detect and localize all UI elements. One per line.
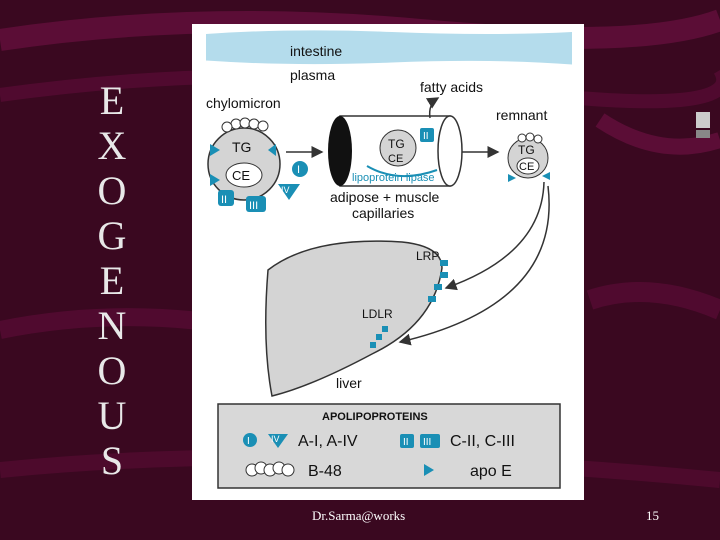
fatty-acids-label: fatty acids bbox=[420, 79, 483, 95]
exogenous-pathway-diagram: intestine plasma chylomicron TG CE II II… bbox=[205, 30, 573, 489]
title-letter: G bbox=[97, 213, 127, 258]
diagram-panel: intestine plasma chylomicron TG CE II II… bbox=[192, 24, 584, 500]
apo-IV-badge: IV bbox=[278, 184, 300, 200]
title-letter: E bbox=[99, 78, 125, 123]
intestine-band bbox=[206, 30, 572, 66]
title-letter: N bbox=[97, 303, 127, 348]
chylomicron-particle: TG CE bbox=[207, 117, 281, 201]
legend-title: APOLIPOPROTEINS bbox=[322, 411, 428, 423]
credit-text: Dr.Sarma@works bbox=[312, 508, 406, 523]
lrp-label: LRP bbox=[416, 249, 439, 263]
lipoprotein-lipase-label: lipoprotein lipase bbox=[352, 172, 435, 184]
apolipoproteins-legend: APOLIPOPROTEINS I IV A-I, A-IV II III C-… bbox=[217, 403, 561, 489]
legend-apoe: apo E bbox=[470, 463, 512, 480]
intestine-label: intestine bbox=[290, 43, 342, 59]
legend-b48: B-48 bbox=[308, 463, 342, 480]
ldlr-label: LDLR bbox=[362, 307, 393, 321]
capillary-tube: TG CE II lipoprotein lipase bbox=[328, 115, 463, 187]
adipose-muscle-label: adipose + muscle bbox=[330, 189, 440, 205]
svg-text:III: III bbox=[249, 200, 258, 212]
remnant-ce-label: CE bbox=[519, 161, 534, 173]
ldlr-receptors bbox=[370, 326, 388, 348]
remnant-tg-label: TG bbox=[518, 143, 535, 157]
svg-text:III: III bbox=[423, 437, 431, 448]
apo-II-badge: II bbox=[218, 190, 234, 206]
plasma-label: plasma bbox=[290, 67, 335, 83]
tg-label: TG bbox=[232, 139, 251, 155]
lrp-receptors bbox=[428, 260, 448, 302]
title-letter: U bbox=[97, 393, 127, 438]
chylomicron-label: chylomicron bbox=[206, 95, 281, 111]
svg-text:IV: IV bbox=[271, 434, 280, 444]
capillaries-label: capillaries bbox=[352, 205, 414, 221]
remnant-particle: TG CE bbox=[507, 132, 550, 182]
svg-text:IV: IV bbox=[281, 185, 290, 195]
title-letter: E bbox=[99, 258, 125, 303]
title-letter: O bbox=[97, 168, 127, 213]
page-number: 15 bbox=[646, 508, 659, 523]
apo-III-badge: III bbox=[246, 196, 266, 212]
b48-symbol bbox=[245, 461, 295, 477]
svg-text:II: II bbox=[403, 437, 409, 448]
title-letter: O bbox=[97, 348, 127, 393]
remnant-label: remnant bbox=[496, 107, 547, 123]
liver-shape bbox=[265, 240, 443, 397]
legend-a-group: A-I, A-IV bbox=[298, 433, 358, 450]
tube-tg-label: TG bbox=[388, 137, 405, 151]
tube-ce-label: CE bbox=[388, 153, 403, 165]
ce-label: CE bbox=[232, 168, 250, 183]
svg-text:II: II bbox=[423, 131, 429, 142]
svg-text:I: I bbox=[247, 436, 250, 447]
legend-c-group: C-II, C-III bbox=[450, 433, 515, 450]
title-letter: S bbox=[100, 438, 124, 483]
title-letter: X bbox=[97, 123, 127, 168]
vertical-title: E X O G E N O U S bbox=[82, 78, 142, 483]
svg-text:II: II bbox=[221, 194, 227, 206]
apo-I-badge: I bbox=[292, 161, 308, 177]
liver-label: liver bbox=[336, 375, 362, 391]
svg-text:I: I bbox=[297, 164, 300, 176]
